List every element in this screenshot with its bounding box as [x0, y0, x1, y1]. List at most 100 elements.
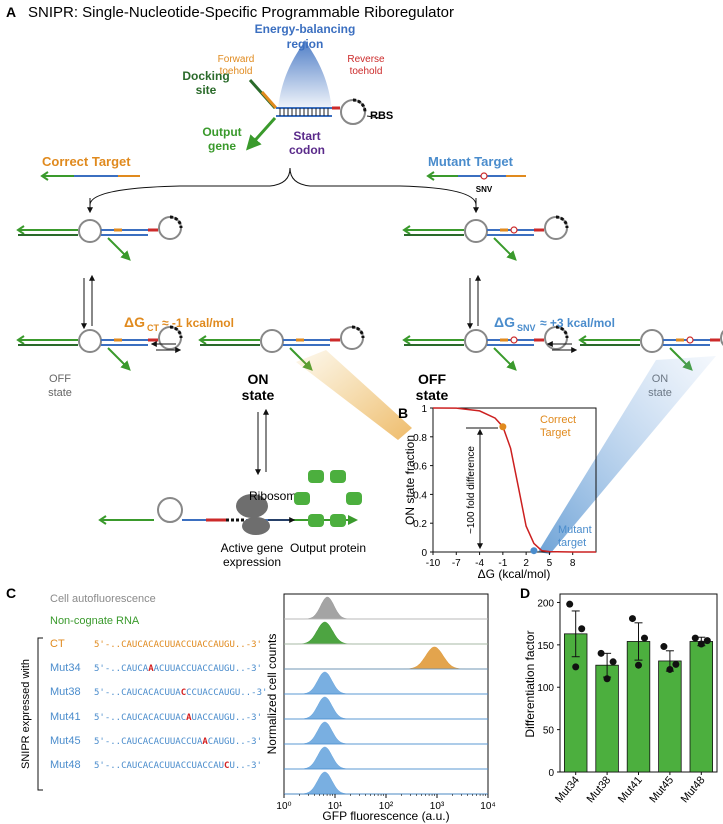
replicate-point: [566, 600, 574, 608]
protein-blob: [330, 514, 346, 527]
gene-arrow: [493, 237, 517, 261]
panel-b-yticks: 00.20.40.60.81: [413, 404, 433, 559]
off-state-left-1: OFF: [49, 373, 71, 385]
correct-target-annot-2: Target: [540, 427, 571, 439]
sample-name: Mut45: [50, 735, 81, 747]
rbs-dash: [352, 98, 367, 113]
xtick-label: -1: [498, 558, 507, 569]
category-label: Mut34: [553, 774, 582, 805]
complex-diagrams: [16, 215, 723, 371]
ribosome-large-subunit: [236, 494, 268, 518]
output-protein-blobs: [294, 470, 362, 527]
figure-title: SNIPR: Single-Nucleotide-Specific Progra…: [28, 4, 454, 21]
sample-row: Mut45 5'-..CAUCACACUUACCUAACAUGU..-3': [50, 735, 262, 747]
replicate-point: [703, 637, 711, 645]
xtick-label: 8: [570, 558, 576, 569]
seq-pre: 5'-..CAUCACACUUACCUACCAUGU..-3': [94, 640, 262, 650]
panel-b-ylabel: ON state fraction: [403, 435, 417, 525]
sample-sequence: 5'-..CAUCACACUUACCUAACAUGU..-3': [94, 737, 262, 747]
sample-name: Mut48: [50, 759, 81, 771]
gene-arrow: [493, 347, 517, 371]
delta-g-ct: ΔG CT ≈ -1 kcal/mol: [124, 314, 234, 333]
complex-ct-off: [16, 325, 183, 371]
sample-sequence: 5'-..CAUCACACUUACCUACCAUCU..-3': [94, 761, 262, 771]
trans-arrowhead-left: [98, 515, 107, 525]
delta-g-snv: ΔG SNV ≈ +3 kcal/mol: [494, 314, 615, 333]
panel-a-label: A: [6, 4, 16, 20]
panel-c-label: C: [6, 585, 16, 601]
energy-balancing-region-shape: [278, 40, 332, 110]
replicate-point: [609, 658, 617, 666]
reverse-toehold-label-2: toehold: [350, 66, 383, 77]
dg-snv-value: ≈ +3 kcal/mol: [540, 316, 615, 330]
energy-region-label-2: region: [287, 37, 324, 51]
seq-pre: 5'-..CAUCACACUUAC: [94, 713, 186, 723]
snipr-schematic: Energy-balancing region Forward toehold …: [182, 22, 393, 157]
mutant-target-annot-1: Mutant: [558, 524, 592, 536]
ytick-label: 150: [537, 641, 554, 652]
histogram: [284, 646, 488, 670]
sample-row: Mut34 5'-..CAUCAAACUUACCUACCAUGU..-3': [50, 662, 262, 674]
ytick-label: 0: [421, 548, 427, 559]
protein-blob: [308, 470, 324, 483]
forward-toehold-label-1: Forward: [218, 54, 255, 65]
rbs-dash: [351, 325, 365, 339]
target-point: [530, 547, 538, 555]
seq-post: ACUUACCUACCAUGU..-3': [154, 664, 262, 674]
replicate-point: [603, 675, 611, 683]
rbs-dash: [555, 325, 569, 339]
category-label: Mut41: [616, 774, 645, 805]
seq-post: UACCAUGU..-3': [192, 713, 262, 723]
bar: [626, 641, 651, 773]
mutant-target-annot-2: target: [558, 537, 586, 549]
sample-name: Mut34: [50, 662, 81, 674]
seq-mutation: C: [224, 761, 229, 771]
reverse-toehold-label-1: Reverse: [347, 54, 385, 65]
rbs-loop: [158, 216, 182, 240]
xtick-label: 5: [547, 558, 553, 569]
dg-ct-symbol: ΔG: [124, 314, 145, 330]
output-gene-label-2: gene: [208, 139, 236, 153]
category-label: Mut48: [679, 774, 708, 805]
sample-sequence: 5'-..CAUCACACUUACCUACCAUGU..-3': [94, 640, 262, 650]
docking-site-label-1: Docking: [182, 69, 229, 83]
category-label: Mut38: [585, 774, 614, 805]
off-state-right-1: OFF: [418, 371, 446, 387]
stem-ticks: [279, 108, 329, 116]
snipr-bracket: [37, 637, 43, 791]
rbs-loop: [158, 326, 182, 350]
energy-region-label-1: Energy-balancing: [255, 22, 356, 36]
gene-arrow: [107, 347, 131, 371]
ytick-label: 100: [537, 683, 554, 694]
ytick-label: 1: [421, 404, 427, 415]
rbs-pointer: [366, 115, 381, 119]
xtick-label: 10⁴: [480, 801, 495, 812]
seq-mutation: C: [181, 688, 186, 698]
branch-connector: [89, 167, 477, 206]
sample-sequence: 5'-..CAUCAAACUUACCUACCAUGU..-3': [94, 664, 262, 674]
protein-blob: [346, 492, 362, 505]
sample-row: Non-cognate RNA: [50, 615, 140, 627]
target-point: [499, 423, 507, 431]
targets: Correct Target Mutant Target SNV: [40, 154, 526, 194]
replicate-point: [641, 634, 648, 642]
rbs-loop: [544, 216, 568, 240]
bar: [689, 641, 714, 773]
complex-snv-off: [402, 325, 569, 371]
bar: [658, 660, 682, 773]
strand-arrowhead: [16, 225, 25, 235]
ytick-label: 0.8: [413, 433, 427, 444]
seq-mutation: A: [186, 713, 192, 723]
loop: [464, 219, 488, 243]
protein-blob: [294, 492, 310, 505]
replicate-point: [597, 649, 605, 657]
category-label: Mut45: [647, 774, 676, 805]
mutant-target-label: Mutant Target: [428, 154, 514, 169]
